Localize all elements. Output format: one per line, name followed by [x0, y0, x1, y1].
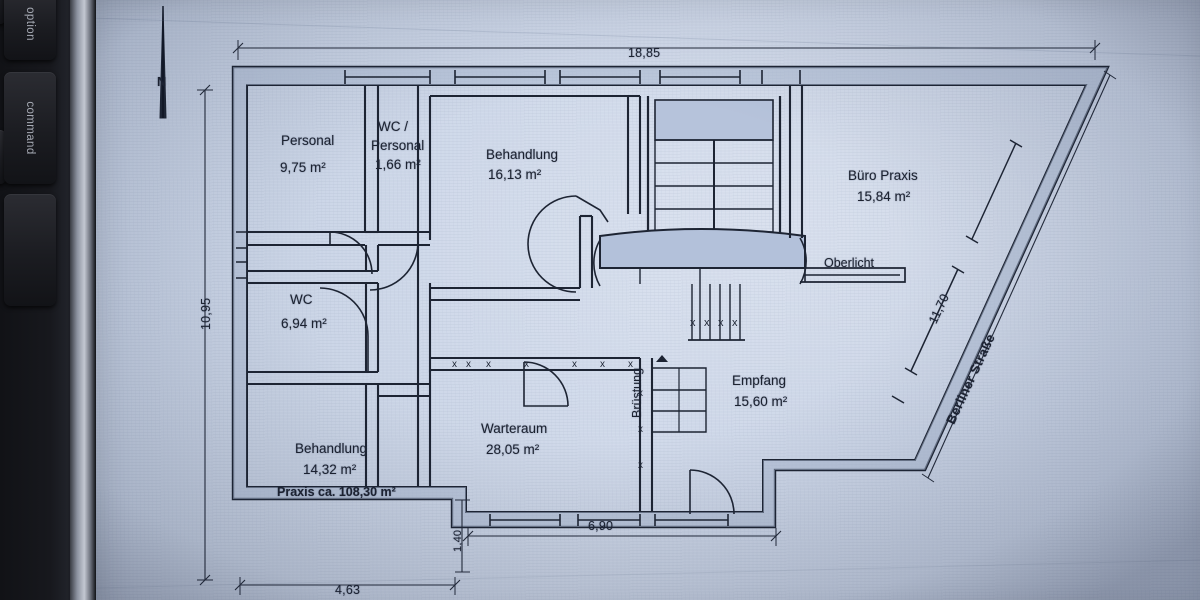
keyboard-key-command[interactable]: command: [4, 72, 56, 184]
svg-text:x: x: [600, 359, 605, 370]
wall-wc-top: [247, 269, 378, 285]
note-bruestung: Brüstung: [630, 367, 644, 418]
room-area-empfang: 15,60 m²: [734, 394, 788, 409]
svg-text:x: x: [452, 359, 457, 370]
north-arrow-label: N: [157, 74, 167, 89]
svg-text:x: x: [638, 388, 643, 399]
laptop-edge: c alt option command: [0, 0, 96, 600]
dimension-inset: 1,40: [452, 529, 464, 552]
wall-wc-bottom: [247, 370, 378, 386]
window-openings-diagonal: [846, 139, 1023, 497]
wall-bruestung: [638, 358, 654, 512]
door-swings: [319, 195, 807, 515]
room-label-wc: WC: [290, 292, 313, 307]
room-area-behandlung-1: 16,13 m²: [488, 167, 542, 182]
wall-personal-bottom: [247, 230, 365, 247]
svg-text:x: x: [718, 317, 724, 329]
dimension-lines: [197, 40, 1117, 595]
wall-buero-bottom: [800, 267, 906, 283]
svg-text:x: x: [732, 317, 738, 329]
dimension-left: 10,95: [199, 297, 213, 330]
svg-text:x: x: [638, 424, 643, 435]
staircase-small: [652, 367, 707, 433]
keyboard-key-command-label: command: [24, 101, 36, 155]
room-label-warteraum: Warteraum: [481, 421, 548, 436]
dimension-bottom-left: 4,63: [335, 583, 361, 597]
keyboard-key-blank[interactable]: [4, 194, 56, 306]
keyboard-key-option-label: option: [24, 7, 36, 41]
svg-text:x: x: [628, 359, 633, 370]
room-label-behandlung-1: Behandlung: [486, 147, 559, 162]
wall-buero-left: [788, 85, 804, 238]
keyboard-key-option[interactable]: option: [4, 0, 56, 60]
laptop-bezel: [70, 0, 96, 600]
svg-text:x: x: [524, 359, 529, 370]
room-area-buero-praxis: 15,84 m²: [857, 189, 911, 204]
svg-text:x: x: [466, 359, 471, 370]
stair-up-arrow: [656, 355, 668, 362]
wall-behandlung1-bottom: [430, 286, 580, 302]
wall-behandlung1-right-lower: [578, 216, 594, 288]
room-label-personal: Personal: [281, 133, 335, 148]
wall-personal-divider: [363, 85, 380, 232]
room-label-buero-praxis: Büro Praxis: [848, 168, 918, 183]
room-label-empfang: Empfang: [732, 373, 787, 388]
room-area-warteraum: 28,05 m²: [486, 442, 540, 457]
svg-text:x: x: [572, 359, 577, 370]
staircase-lower: [688, 284, 745, 341]
room-area-wc-personal: 1,66 m²: [375, 157, 421, 172]
note-oberlicht: Oberlicht: [824, 256, 875, 270]
svg-text:x: x: [486, 359, 491, 370]
room-area-wc: 6,94 m²: [281, 316, 327, 331]
svg-text:x: x: [638, 460, 643, 471]
keyboard-key-partial-mid[interactable]: alt: [0, 130, 6, 184]
wall-behandlung2-right: [364, 384, 380, 487]
room-area-behandlung-2: 14,32 m²: [303, 462, 357, 477]
north-arrow: [159, 5, 167, 119]
window-openings-top: [344, 70, 801, 84]
svg-text:x: x: [704, 317, 710, 329]
window-openings-bottom: [489, 514, 729, 526]
oberlicht-slab: [599, 228, 806, 269]
wall-behandlung1-right-upper: [626, 96, 642, 214]
dimension-bottom-mid: 6,90: [588, 519, 614, 533]
svg-text:x: x: [690, 317, 696, 329]
total-area-label: Praxis ca. 108,30 m²: [277, 485, 396, 499]
keyboard-key-partial-top[interactable]: c: [0, 0, 6, 24]
room-label-wc-personal-2: Personal: [371, 138, 425, 153]
room-label-wc-personal-1: WC /: [378, 119, 408, 134]
dimension-top: 18,85: [628, 46, 661, 60]
room-label-behandlung-2: Behandlung: [295, 441, 368, 456]
room-area-personal: 9,75 m²: [280, 160, 326, 175]
wall-warteraum-top: [430, 356, 640, 372]
